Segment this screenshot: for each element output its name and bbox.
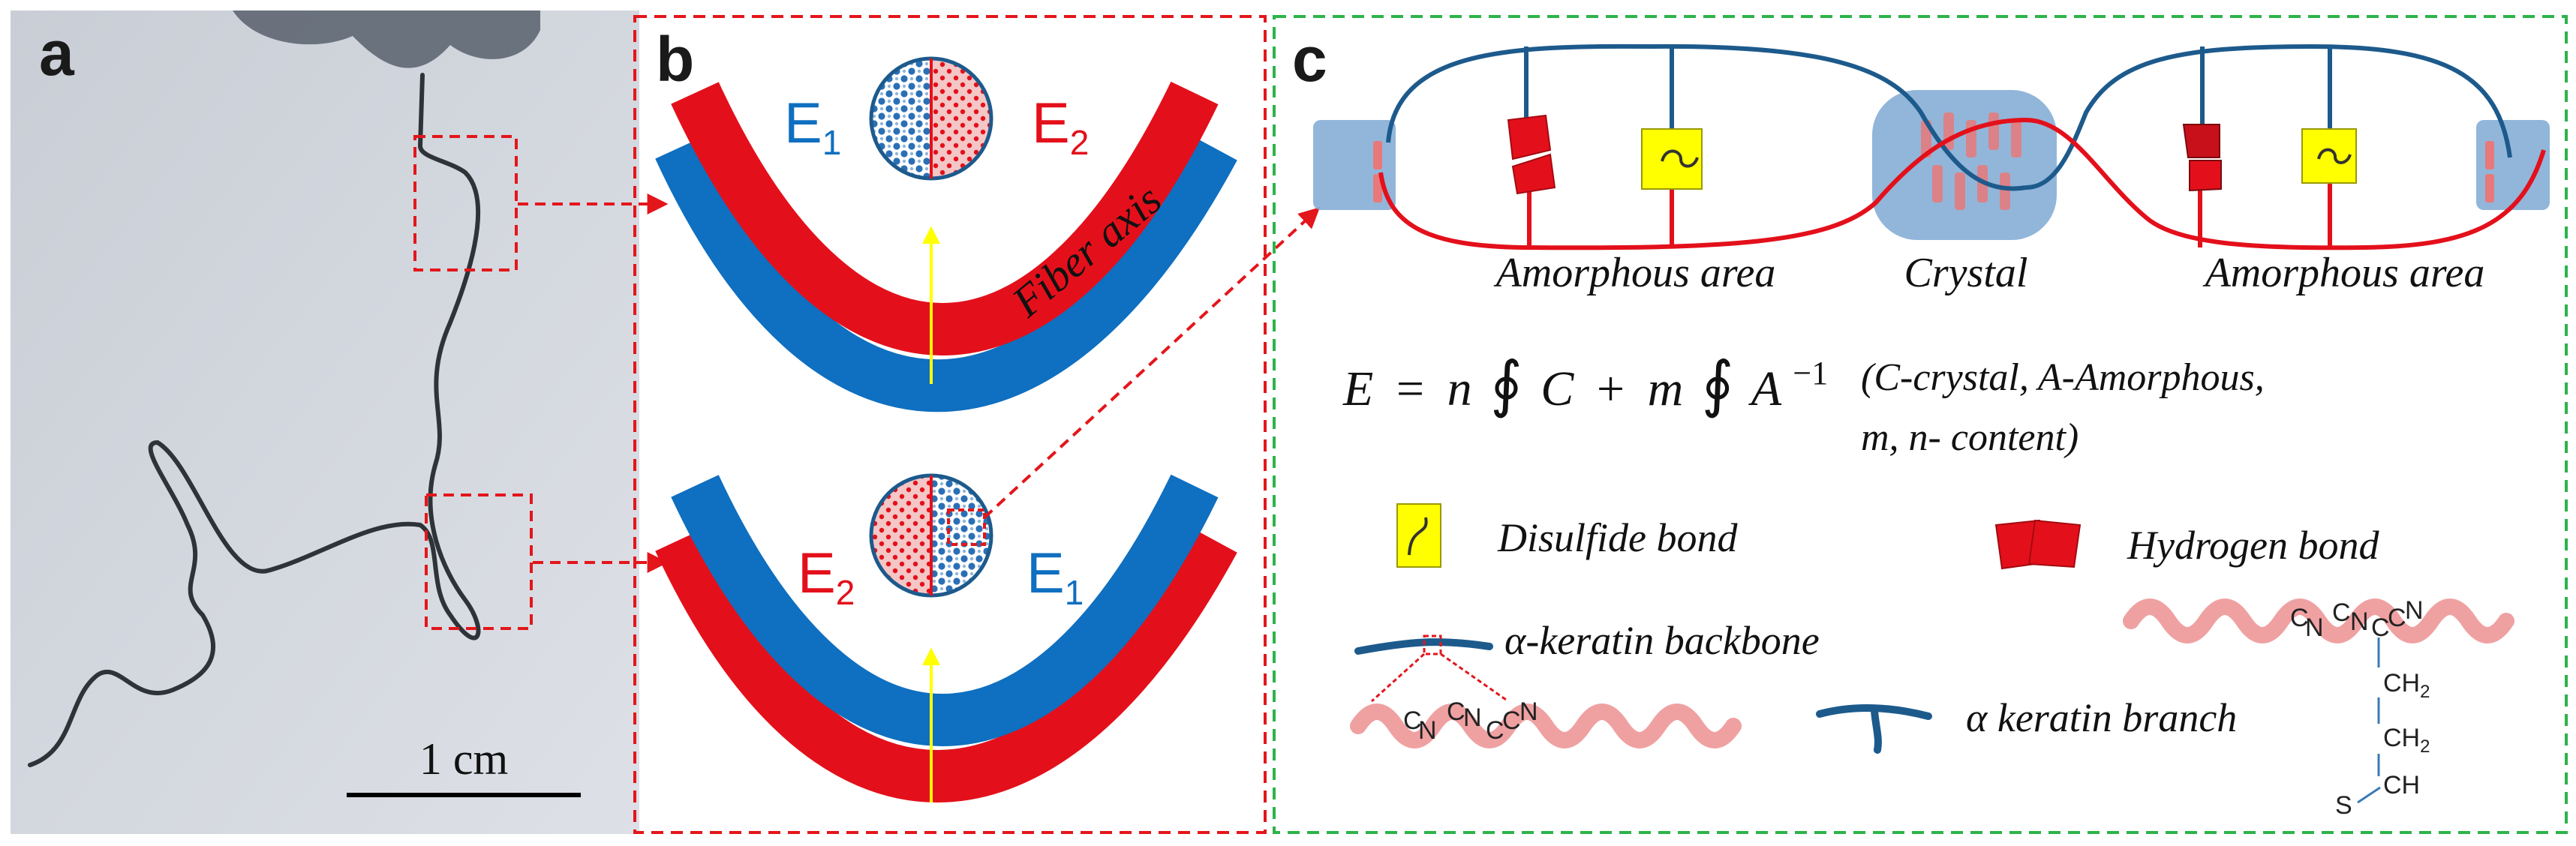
panel-a: a 1 cm [11,10,639,834]
panel-b-letter: b [656,24,694,94]
legend-disulfide-label: Disulfide bond [1497,515,1738,560]
panel-b: b Fiber axis E1 E2 E2 E1 [633,15,1267,834]
bottom-left-modulus: E2 [798,542,855,612]
svg-text:N: N [1418,716,1437,745]
svg-text:C: C [1502,706,1521,735]
backbone-red-left-loop [1378,118,2027,250]
legend-backbone-label: α-keratin backbone [1504,618,1820,663]
top-fiber-red-layer [671,81,1219,356]
svg-text:N: N [2350,608,2369,636]
bottom-fiber-red-layer [655,527,1237,802]
backbone-blue-left-loop [1386,44,2027,191]
legend-backbone-zoom-line-left [1370,652,1426,703]
panel-c-letter: c [1292,24,1327,94]
top-right-modulus: E2 [1032,92,1089,162]
svg-text:N: N [2405,596,2424,625]
panel-c: c [1273,15,2568,834]
crystal-block-center [1872,90,2057,240]
crystal-helix-right [2485,141,2494,202]
legend-hydrogen-icon [1994,519,2082,570]
legend-backbone-zoom-box [1423,634,1442,656]
scale-bar-label: 1 cm [419,734,508,784]
chem-chain-right: C N C N C C N [2290,596,2424,642]
svg-text:N: N [1519,698,1538,726]
panel-a-letter: a [39,18,75,88]
svg-text:C: C [1486,716,1504,745]
fiber-root-blob [233,10,540,68]
svg-text:C: C [2332,598,2351,627]
svg-text:N: N [2305,614,2324,642]
legend-hydrogen-label: Hydrogen bond [2127,523,2379,568]
svg-text:C: C [1403,706,1422,735]
zoom-box-bottom [425,494,533,630]
panel-b-frame [633,15,1267,834]
zoom-box-top [413,135,518,272]
photo-background [11,10,639,834]
side-chain-ch2-a: CH2 [2383,669,2430,702]
legend-branch-line [1816,704,1932,754]
svg-text:C: C [1447,698,1465,726]
side-chain-ch2-b: CH2 [2383,724,2430,757]
panel-c-frame [1273,15,2568,834]
legend-disulfide-icon [1396,503,1441,568]
crystal-block-left [1313,120,1396,210]
top-cross-blue-half [871,58,931,178]
top-cross-section [869,56,993,181]
svg-text:C: C [2388,604,2406,632]
cross-section-zoom-box [947,508,986,546]
disulfide-bond-left [1641,128,1703,190]
region-label-amorphous-left: Amorphous area [1493,250,1776,296]
svg-text:C: C [2371,614,2390,642]
equation-note-line2: m, n- content) [1861,416,2079,459]
svg-text:N: N [1463,704,1482,732]
bottom-cross-red-half [871,476,931,596]
top-fiber-blue-layer [655,135,1237,412]
side-chain-s: S [2335,791,2352,820]
region-label-amorphous-right: Amorphous area [2202,250,2485,296]
chem-chain-left: C N C N C C N [1403,698,1538,745]
crystal-block-right [2476,120,2550,210]
arrow-b-to-c [983,207,1321,519]
modulus-equation: E = n ∮ C + m ∮ A −1 [1342,350,1828,418]
hydrogen-bond-right [2182,124,2222,192]
crystal-helix-left [1373,141,1382,202]
bottom-cross-blue-half [931,476,991,596]
backbone-red-right-loop [2025,118,2546,250]
helix-left [1350,704,1742,748]
disulfide-bond-right [2301,128,2357,184]
svg-text:C: C [2290,604,2309,632]
bottom-cross-section [869,473,993,598]
legend-backbone-zoom-line-right [1440,652,1509,703]
side-chain-ch: CH [2383,771,2420,800]
legend-branch-label: α keratin branch [1966,695,2237,740]
hydrogen-bond-left [1507,114,1556,195]
top-cross-red-half [931,58,991,178]
bottom-right-modulus: E1 [1026,542,1084,612]
top-left-modulus: E1 [784,92,841,162]
equation-note-line1: (C-crystal, A-Amorphous, [1861,356,2265,399]
region-label-crystal: Crystal [1904,250,2028,296]
helix-right [2123,598,2514,644]
side-chain-bond-s [2357,786,2381,804]
fiber-strand [28,73,481,767]
bottom-fiber-blue-layer [671,474,1219,746]
